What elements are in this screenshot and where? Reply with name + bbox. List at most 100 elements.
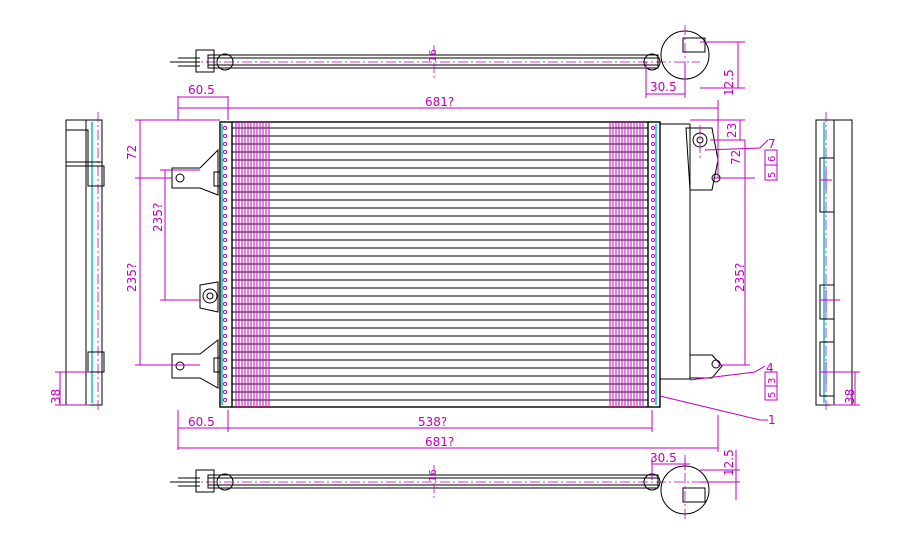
tank-marker <box>222 357 228 363</box>
tank-marker <box>222 349 228 355</box>
dim-bottom-width: 681? <box>425 435 454 449</box>
dim-side-right-height: 38 <box>843 389 857 404</box>
dim-right-small-d: 3 <box>767 378 778 384</box>
front-view-dimensions: 60.5 681? 60.5 538? 681? 72 235? 235? 23… <box>125 83 778 452</box>
tank-marker <box>650 293 656 299</box>
tank-marker <box>222 189 228 195</box>
tank-marker <box>650 237 656 243</box>
tank-marker <box>222 165 228 171</box>
tank-marker <box>650 221 656 227</box>
tank-marker <box>222 181 228 187</box>
tank-marker <box>650 365 656 371</box>
right-side-view <box>815 112 853 412</box>
tank-marker <box>222 261 228 267</box>
dim-right-small-b: 6 <box>767 156 778 162</box>
tank-marker <box>650 381 656 387</box>
dim-left-mid: 235? <box>151 203 165 232</box>
left-side-view <box>65 112 105 412</box>
right-side-view-dimensions: 38 <box>830 371 860 406</box>
tank-marker <box>222 397 228 403</box>
dim-bottom-view-height: 12.5 <box>722 449 736 476</box>
top-view-dimensions: 16 30.5 12.5 <box>428 41 745 98</box>
dim-right-upper: 72 <box>729 150 743 165</box>
bottom-view <box>170 455 710 520</box>
tank-marker <box>650 205 656 211</box>
tank-marker <box>650 261 656 267</box>
tank-marker <box>222 317 228 323</box>
radiator-fins <box>222 122 656 407</box>
radiator-tubes <box>232 127 648 401</box>
tank-marker <box>222 333 228 339</box>
tank-marker <box>650 197 656 203</box>
bottom-view-dimensions: 30.5 12.5 16 <box>428 449 740 500</box>
tank-marker <box>222 125 228 131</box>
dim-top-view-offset: 30.5 <box>650 80 677 94</box>
tank-marker <box>222 309 228 315</box>
tank-marker <box>222 253 228 259</box>
tank-marker <box>222 221 228 227</box>
tank-marker <box>222 277 228 283</box>
tank-marker <box>222 365 228 371</box>
dim-side-left-height: 38 <box>49 389 63 404</box>
left-side-view-dimensions: 38 <box>49 371 90 406</box>
dim-right-full: 235? <box>733 263 747 292</box>
tank-marker <box>650 277 656 283</box>
dim-bottom-offset: 60.5 <box>188 415 215 429</box>
dim-top-width: 681? <box>425 95 454 109</box>
tank-marker <box>650 213 656 219</box>
dim-top-offset: 60.5 <box>188 83 215 97</box>
top-view <box>170 25 710 90</box>
tank-marker <box>650 141 656 147</box>
tank-marker <box>222 389 228 395</box>
tank-marker <box>222 133 228 139</box>
dim-right-small-a: 5 <box>767 172 778 178</box>
tank-marker <box>650 341 656 347</box>
tank-marker <box>650 317 656 323</box>
tank-marker <box>650 125 656 131</box>
tank-marker <box>650 253 656 259</box>
tank-marker <box>222 173 228 179</box>
tank-marker <box>222 293 228 299</box>
tank-marker <box>650 373 656 379</box>
dim-right-small-c: 5 <box>767 392 778 398</box>
tank-marker <box>650 333 656 339</box>
tank-marker <box>222 149 228 155</box>
tank-marker <box>222 341 228 347</box>
tank-marker <box>222 373 228 379</box>
dim-core-width: 538? <box>418 415 447 429</box>
tank-marker <box>222 301 228 307</box>
tank-marker <box>222 205 228 211</box>
dim-top-view-height: 12.5 <box>722 69 736 96</box>
tank-marker <box>222 197 228 203</box>
tank-marker <box>650 349 656 355</box>
dim-left-upper: 72 <box>125 145 139 160</box>
tank-marker <box>222 285 228 291</box>
dim-right-top: 23 <box>725 123 739 138</box>
tank-marker <box>222 269 228 275</box>
tank-marker <box>650 245 656 251</box>
tank-marker <box>650 301 656 307</box>
front-view <box>171 121 723 408</box>
tank-marker <box>650 157 656 163</box>
tank-marker <box>650 389 656 395</box>
tank-marker <box>650 165 656 171</box>
tank-marker <box>222 245 228 251</box>
tank-marker <box>650 189 656 195</box>
dim-bottom-view-offset: 30.5 <box>650 451 677 465</box>
tank-marker <box>650 397 656 403</box>
tank-marker <box>222 381 228 387</box>
tank-marker <box>222 213 228 219</box>
tank-marker <box>650 285 656 291</box>
tank-marker <box>650 133 656 139</box>
callout-1: 1 <box>768 413 776 427</box>
tank-marker <box>650 309 656 315</box>
callout-4: 4 <box>766 361 774 375</box>
dim-bottom-view-tube: 16 <box>428 469 439 482</box>
tank-marker <box>222 157 228 163</box>
tank-marker <box>222 325 228 331</box>
tank-marker <box>650 149 656 155</box>
dim-top-view-tube: 16 <box>428 49 439 62</box>
tank-marker <box>650 357 656 363</box>
tank-marker <box>650 325 656 331</box>
